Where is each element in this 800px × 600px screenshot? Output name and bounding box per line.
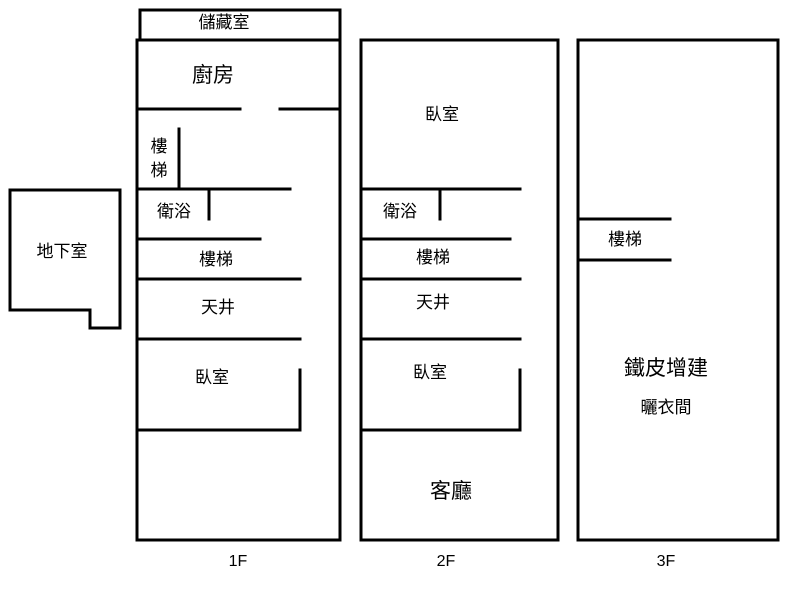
- living-room-label-2f: 客廳: [430, 479, 472, 503]
- bathroom-label-2f: 衛浴: [383, 202, 417, 222]
- floor-3f-plan: 樓梯 鐵皮增建 曬衣間 3F: [576, 38, 780, 570]
- floor-2f-outline: [359, 38, 560, 542]
- bedroom-label-2f: 臥室: [413, 363, 447, 383]
- floor-1f-outline: [135, 38, 342, 542]
- stairs-vertical-label-bottom: 梯: [151, 161, 168, 181]
- storage-room-label: 儲藏室: [199, 13, 250, 33]
- floor-3f-label: 3F: [657, 553, 676, 570]
- lightwell-label-2f: 天井: [416, 293, 450, 313]
- floor-3f-outline: [576, 38, 780, 542]
- floor-1f-plan: 儲藏室 廚房 樓 梯 衛浴 樓梯 天井 臥室 1F: [135, 8, 342, 570]
- kitchen-label: 廚房: [192, 63, 234, 87]
- basement-outline: [8, 188, 122, 330]
- bedroom-label-1f: 臥室: [195, 368, 229, 388]
- floor-2f-plan: 臥室 衛浴 樓梯 天井 臥室 客廳 2F: [359, 38, 560, 570]
- basement-plan: 地下室: [8, 188, 122, 330]
- floor-1f-label: 1F: [229, 553, 248, 570]
- stairs-label-3f: 樓梯: [608, 230, 642, 250]
- addition-label-line1: 鐵皮增建: [624, 356, 708, 380]
- bathroom-label-1f: 衛浴: [157, 202, 191, 222]
- bedroom-top-label-2f: 臥室: [425, 105, 459, 125]
- stairs-label-2f: 樓梯: [416, 248, 450, 268]
- basement-label: 地下室: [37, 242, 88, 262]
- stairs-label-1f: 樓梯: [199, 250, 233, 270]
- stairs-vertical-label-top: 樓: [151, 137, 168, 157]
- floor-2f-label: 2F: [437, 553, 456, 570]
- addition-label-line2: 曬衣間: [641, 398, 692, 418]
- lightwell-label-1f: 天井: [201, 298, 235, 318]
